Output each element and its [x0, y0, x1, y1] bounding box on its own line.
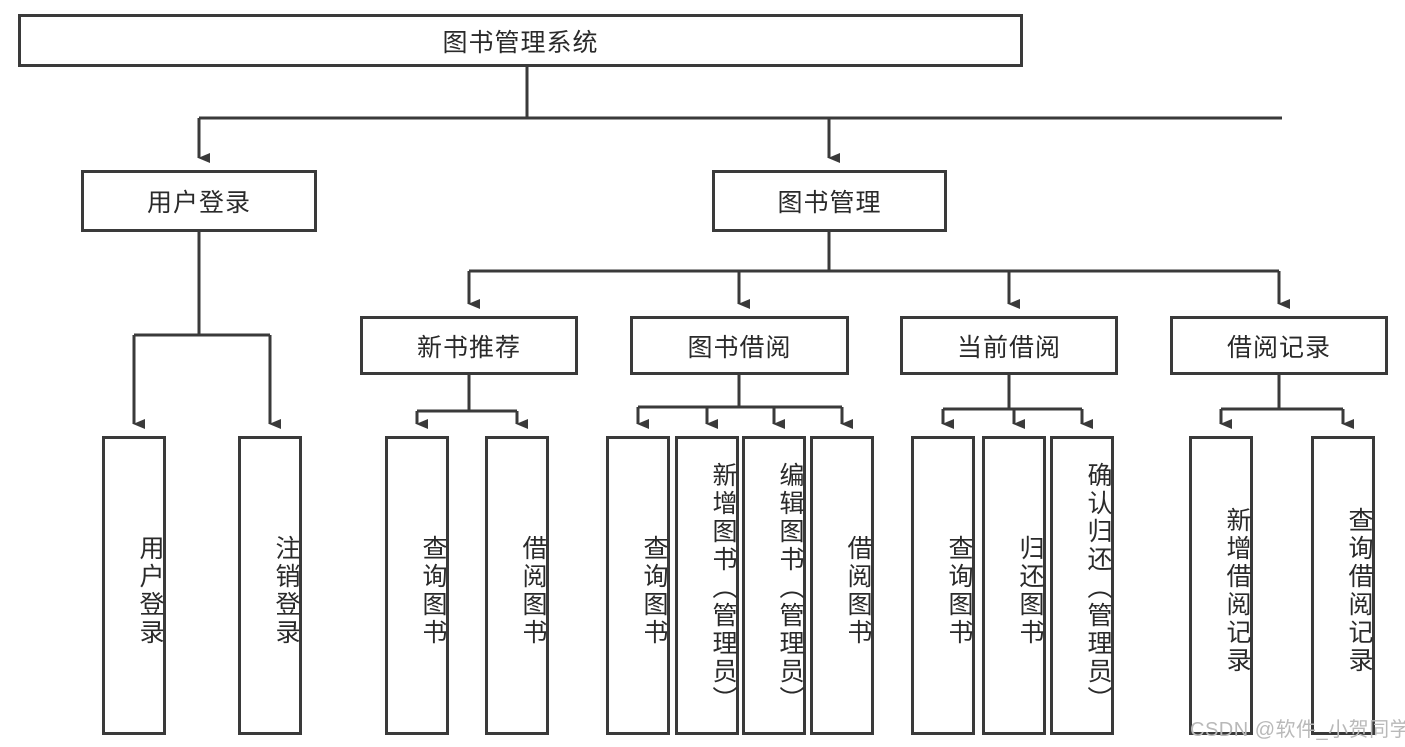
- leaf-return-book[interactable]: 归还图书: [982, 436, 1046, 735]
- node-book-management[interactable]: 图书管理: [712, 170, 947, 232]
- leaf-user-login[interactable]: 用户登录: [102, 436, 166, 735]
- leaf-query-book-recommend[interactable]: 查询图书: [385, 436, 449, 735]
- node-root-system[interactable]: 图书管理系统: [18, 14, 1023, 67]
- node-borrow-record[interactable]: 借阅记录: [1170, 316, 1388, 375]
- node-book-borrow[interactable]: 图书借阅: [630, 316, 849, 375]
- leaf-query-borrow-record[interactable]: 查询借阅记录: [1311, 436, 1375, 735]
- node-new-book-recommend[interactable]: 新书推荐: [360, 316, 578, 375]
- leaf-borrow-book-recommend[interactable]: 借阅图书: [485, 436, 549, 735]
- leaf-add-book-admin[interactable]: 新增图书（管理员）: [675, 436, 739, 735]
- leaf-logout[interactable]: 注销登录: [238, 436, 302, 735]
- leaf-confirm-return-admin[interactable]: 确认归还（管理员）: [1050, 436, 1114, 735]
- watermark-text: CSDN @软件_小贺同学: [1190, 719, 1405, 741]
- leaf-edit-book-admin[interactable]: 编辑图书（管理员）: [742, 436, 806, 735]
- node-user-login[interactable]: 用户登录: [81, 170, 317, 232]
- leaf-borrow-book[interactable]: 借阅图书: [810, 436, 874, 735]
- leaf-add-borrow-record[interactable]: 新增借阅记录: [1189, 436, 1253, 735]
- leaf-query-book-borrow[interactable]: 查询图书: [606, 436, 670, 735]
- leaf-query-book-current[interactable]: 查询图书: [911, 436, 975, 735]
- node-current-borrow[interactable]: 当前借阅: [900, 316, 1118, 375]
